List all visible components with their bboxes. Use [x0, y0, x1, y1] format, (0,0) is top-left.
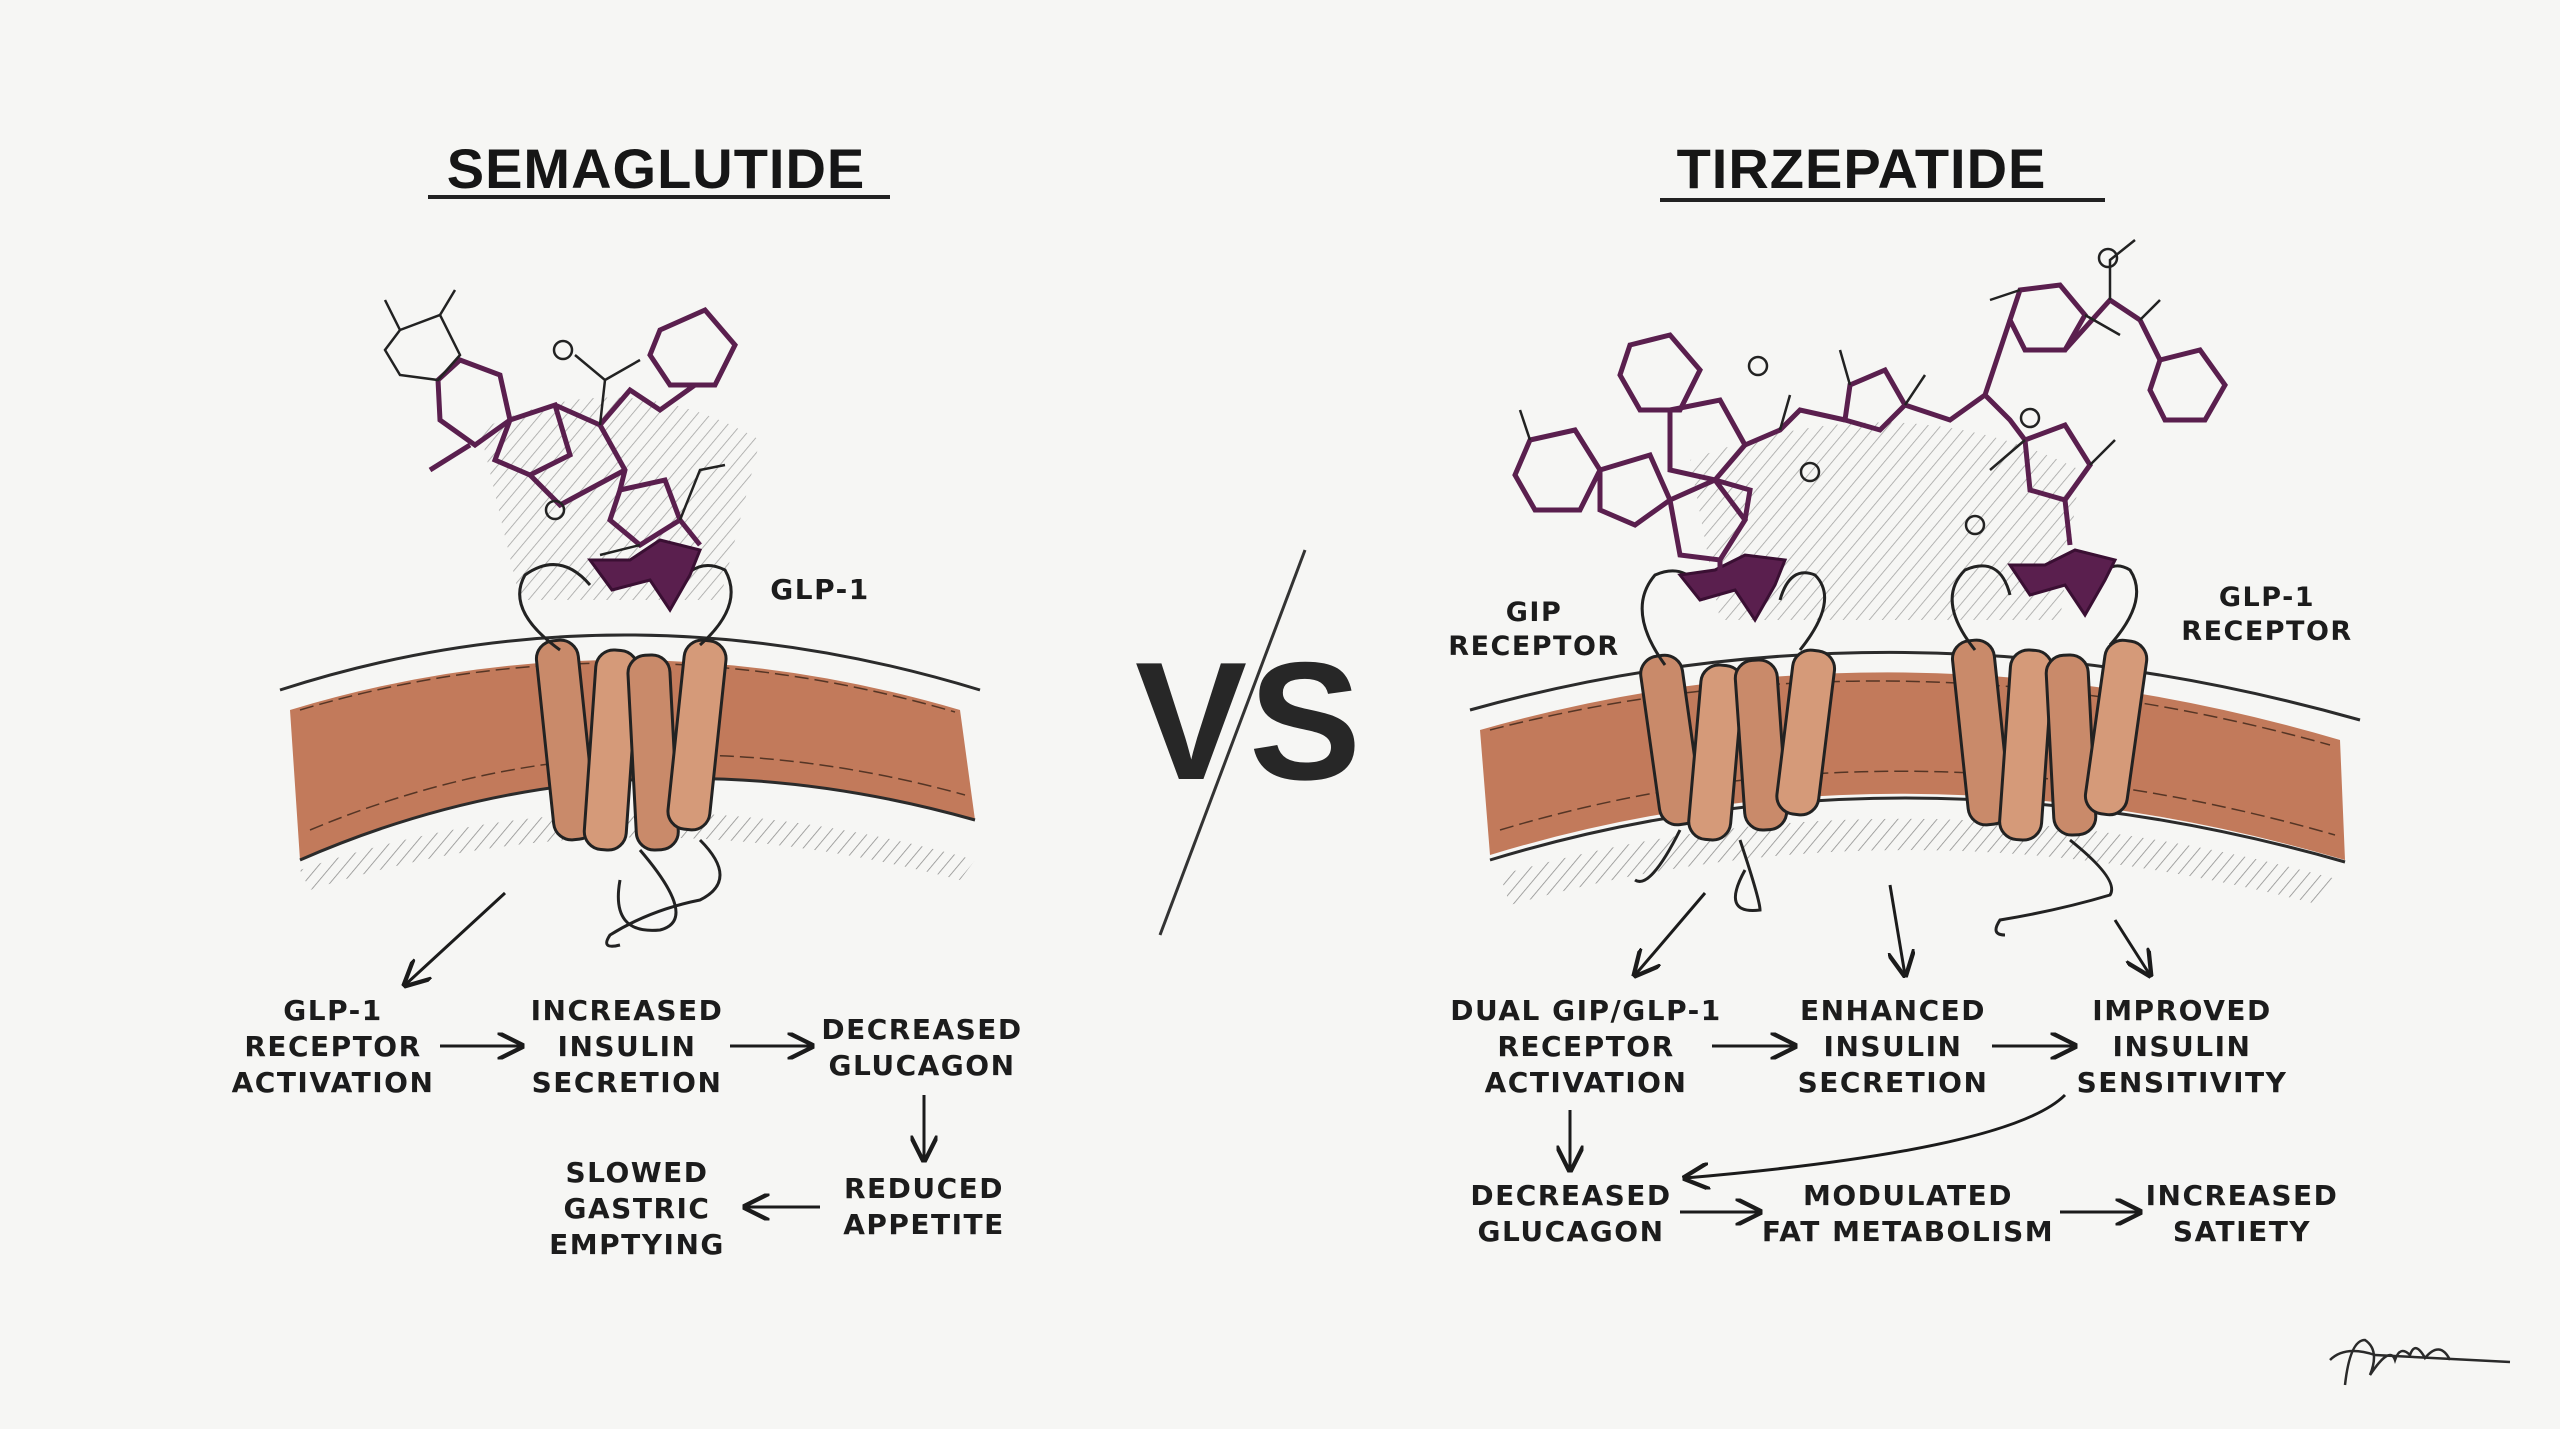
- glp1-receptor-label: GLP-1 RECEPTOR: [2181, 582, 2353, 647]
- tirzepatide-shadow-hatching: [1690, 422, 2080, 620]
- tirzepatide-step-activation: DUAL GIP/GLP-1 RECEPTOR ACTIVATION: [1450, 994, 1722, 1099]
- semaglutide-molecule: [383, 289, 738, 613]
- semaglutide-step-appetite: REDUCED APPETITE: [843, 1172, 1005, 1241]
- semaglutide-flow-arrows: [405, 891, 924, 1207]
- tirzepatide-step-fat: MODULATED FAT METABOLISM: [1761, 1179, 2055, 1248]
- tirzepatide-title: TIRZEPATIDE: [1676, 137, 2047, 200]
- glp1-receptor: [518, 563, 733, 948]
- glp1-receptor-right: [1950, 564, 2149, 937]
- gip-receptor: [1634, 569, 1837, 912]
- semaglutide-step-gastric: SLOWED GASTRIC EMPTYING: [549, 1156, 725, 1261]
- gip-receptor-label: GIP RECEPTOR: [1448, 597, 1620, 662]
- artist-signature: [2329, 1338, 2511, 1386]
- semaglutide-step-insulin: INCREASED INSULIN SECRETION: [530, 994, 724, 1099]
- tirzepatide-molecule: [1512, 239, 2228, 623]
- glp1-ligand-label: GLP-1: [770, 573, 870, 606]
- tirzepatide-flow-arrows: [1570, 884, 2150, 1212]
- vs-slash: [1158, 549, 1307, 936]
- tirzepatide-step-satiety: INCREASED SATIETY: [2145, 1179, 2339, 1248]
- semaglutide-step-glucagon: DECREASED GLUCAGON: [821, 1013, 1023, 1082]
- vs-label: VS: [1135, 627, 1364, 815]
- semaglutide-step-activation: GLP-1 RECEPTOR ACTIVATION: [231, 994, 435, 1099]
- semaglutide-title: SEMAGLUTIDE: [446, 137, 866, 200]
- tirzepatide-membrane: [1469, 650, 2361, 905]
- tirzepatide-step-glucagon: DECREASED GLUCAGON: [1470, 1179, 1672, 1248]
- tirzepatide-step-sensitivity: IMPROVED INSULIN SENSITIVITY: [2076, 994, 2288, 1099]
- tirzepatide-step-insulin: ENHANCED INSULIN SECRETION: [1797, 994, 1989, 1099]
